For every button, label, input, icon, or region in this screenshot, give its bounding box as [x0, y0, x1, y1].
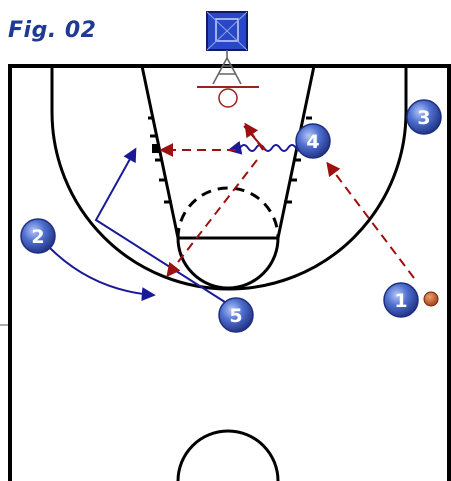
player-2[interactable]: 2	[20, 218, 56, 254]
lane-left	[140, 65, 180, 239]
player-label: 2	[31, 226, 44, 248]
player-5[interactable]: 5	[218, 297, 254, 333]
pass-1-to-4	[326, 161, 415, 279]
pass-screen-mark	[243, 125, 266, 151]
figure-title: Fig. 02	[8, 18, 97, 43]
cut-5-route	[94, 147, 229, 305]
cut-4-wavy	[227, 140, 305, 155]
player-4[interactable]: 4	[295, 123, 331, 159]
free-throw-circle-bottom	[176, 237, 280, 290]
court-boundary	[8, 64, 451, 481]
ball-icon	[423, 291, 439, 307]
rim	[218, 88, 238, 108]
free-throw-circle-top	[176, 186, 280, 239]
player-label: 5	[229, 305, 242, 327]
player-label: 4	[306, 131, 319, 153]
pass-diagonal	[166, 159, 258, 278]
lane-right	[276, 65, 316, 239]
player-3[interactable]: 3	[406, 99, 442, 135]
basket	[197, 11, 259, 108]
player-label: 3	[417, 107, 430, 129]
center-circle	[176, 429, 280, 481]
player-label: 1	[394, 290, 407, 312]
player-1[interactable]: 1	[383, 282, 419, 318]
cut-2-to-wing	[45, 243, 156, 302]
cut-paths	[45, 140, 305, 305]
lane-block-left	[152, 144, 159, 153]
